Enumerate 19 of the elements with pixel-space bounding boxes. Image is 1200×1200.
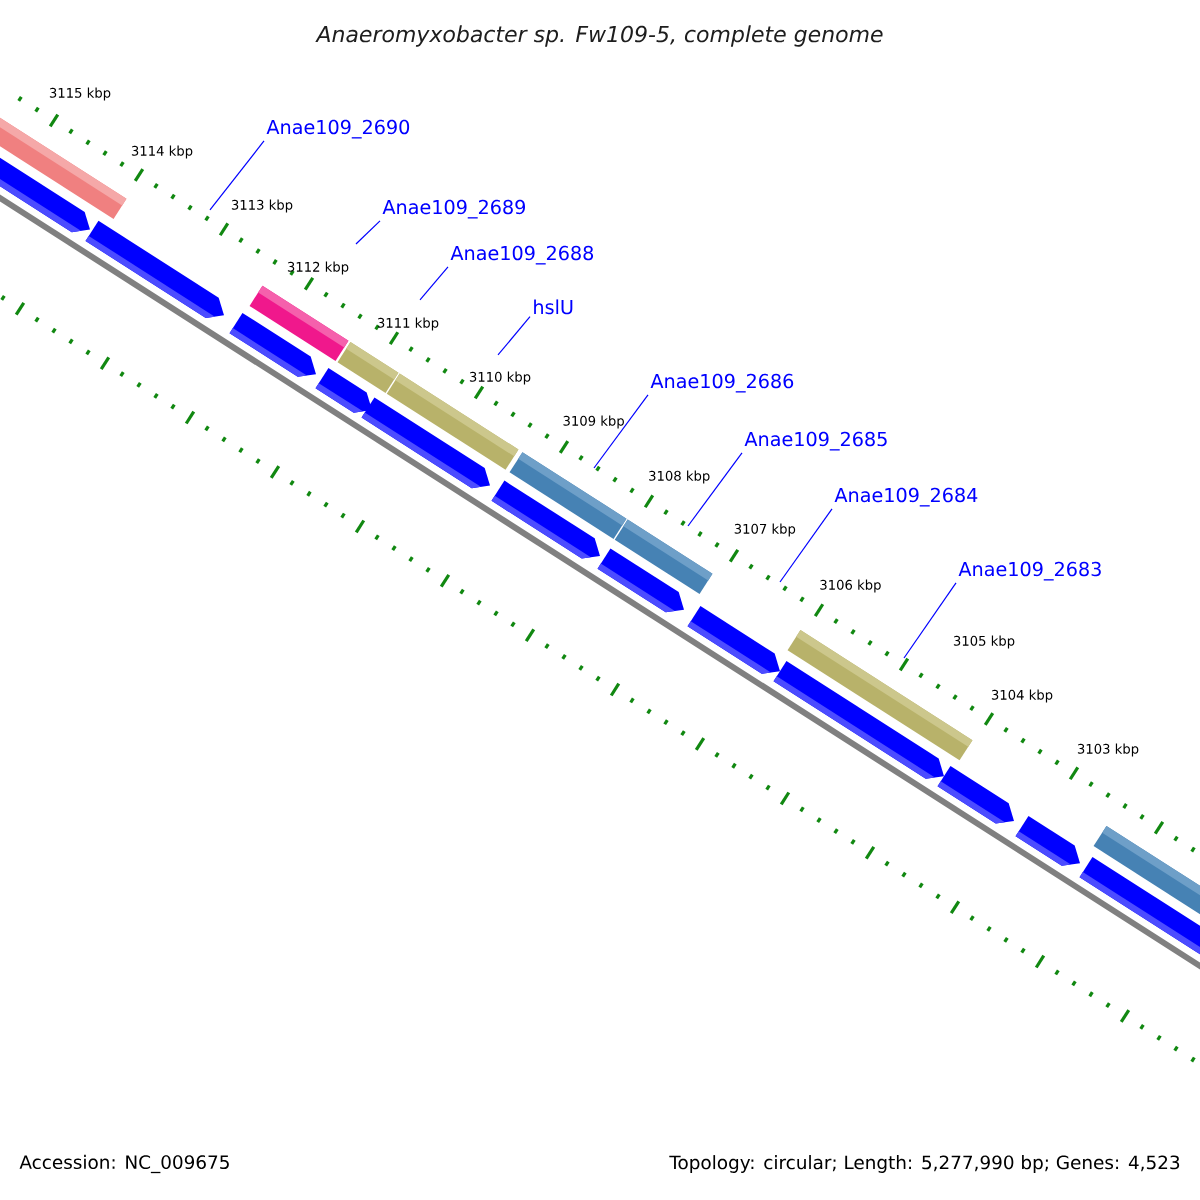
gene-label: Anae109_2688	[450, 245, 594, 265]
gene-label: Anae109_2684	[834, 487, 978, 507]
leader-line	[419, 266, 449, 301]
gene-label: Anae109_2686	[650, 373, 794, 393]
leader-line	[497, 316, 531, 356]
gene-label: Anae109_2683	[958, 561, 1101, 581]
gene-label: Anae109_2685	[744, 431, 887, 451]
footer-text: Topology: circular; Length: 5,277,990 bp; Genes: 4,523	[669, 1155, 1180, 1173]
leader-line	[687, 452, 743, 527]
leader-line	[779, 508, 833, 583]
leader-line	[593, 394, 649, 469]
gene-label: Anae109_2690	[266, 119, 410, 139]
gene-label: Anae109_2689	[382, 199, 525, 219]
leader-line	[355, 220, 381, 245]
footer-text: Accession: NC_009675	[19, 1154, 229, 1174]
leader-line	[903, 582, 957, 659]
gene-label: hslU	[534, 299, 573, 315]
title: Anaeromyxobacter sp. Fw109-5, complete genome	[315, 25, 883, 47]
leader-line	[209, 140, 265, 211]
